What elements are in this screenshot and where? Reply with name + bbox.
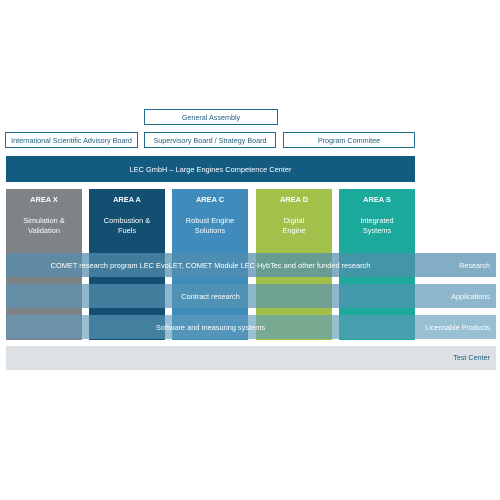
area-d-subtitle: Digital Engine — [282, 216, 306, 235]
research-band: COMET research program LEC EvoLET, COMET… — [6, 253, 496, 277]
area-x-title: AREA X — [30, 195, 58, 204]
applications-band: Contract research Applications — [6, 284, 496, 308]
lec-gmbh-bar: LEC GmbH – Large Engines Competence Cent… — [6, 156, 415, 182]
area-s-title: AREA S — [363, 195, 391, 204]
area-s-subtitle: Integrated Systems — [360, 216, 394, 235]
research-label: Research — [459, 260, 490, 270]
licensable-band: Software and measuring systems Licensabl… — [6, 315, 496, 339]
licensable-label: Licensable Products — [425, 322, 490, 332]
advisory-board-box: International Scientific Advisory Board — [5, 132, 138, 148]
supervisory-board-box: Supervisory Board / Strategy Board — [144, 132, 276, 148]
area-c-title: AREA C — [195, 195, 225, 204]
area-d-title: AREA D — [279, 195, 309, 204]
test-center-label: Test Center — [453, 353, 490, 362]
area-a-subtitle: Combustion & Fuels — [103, 216, 151, 235]
applications-band-text: Contract research — [181, 291, 240, 301]
program-committee-box: Program Commitee — [283, 132, 415, 148]
area-a-title: AREA A — [113, 195, 141, 204]
licensable-band-text: Software and measuring systems — [155, 322, 266, 332]
applications-label: Applications — [451, 291, 490, 301]
research-band-text: COMET research program LEC EvoLET, COMET… — [50, 260, 371, 270]
area-c-subtitle: Robust Engine Solutions — [185, 216, 235, 235]
general-assembly-box: General Assembly — [144, 109, 278, 125]
area-x-subtitle: Simulation & Validation — [23, 216, 65, 235]
test-center-bar: Test Center — [6, 346, 496, 370]
